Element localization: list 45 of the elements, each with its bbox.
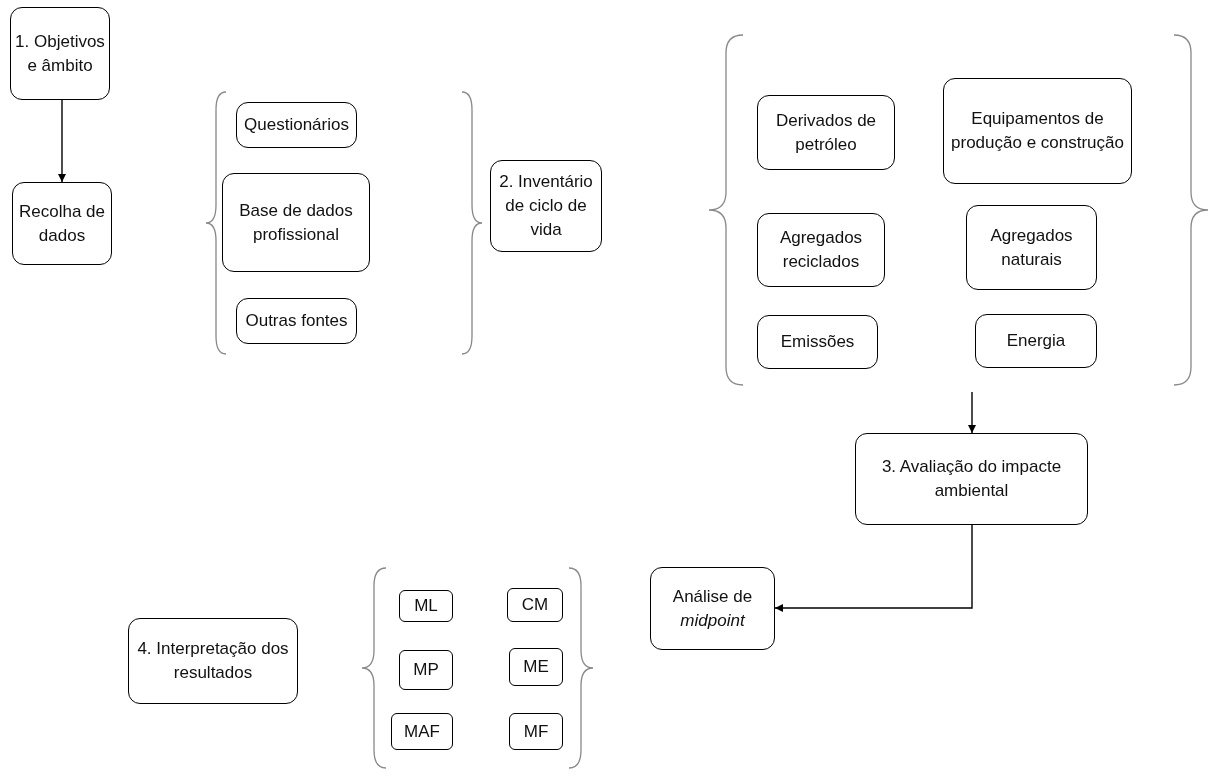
- process-box: [943, 78, 1132, 184]
- box-label: CM: [521, 594, 549, 617]
- box-label: Questionários: [244, 114, 349, 137]
- process-box: [222, 173, 370, 272]
- process-box: [10, 7, 110, 100]
- process-box: [490, 160, 602, 252]
- process-box: [509, 648, 563, 686]
- process-box: [391, 713, 453, 750]
- process-box: [650, 567, 775, 650]
- box-label: Derivados de petróleo: [774, 109, 878, 156]
- process-box: [757, 213, 885, 287]
- box-label: Outras fontes: [245, 310, 348, 333]
- process-box: [236, 298, 357, 344]
- process-box: [236, 102, 357, 148]
- box-label: MF: [523, 720, 549, 743]
- box-label: 3. Avaliação do impacte ambiental: [880, 456, 1063, 502]
- box-label: Análise de midpoint: [671, 585, 754, 632]
- process-box: [12, 182, 112, 265]
- box-label: MP: [413, 659, 439, 682]
- process-box: [855, 433, 1088, 525]
- box-label: Equipamentos de produção e construção: [950, 108, 1125, 154]
- process-box: [757, 95, 895, 170]
- box-label: Emissões: [780, 331, 855, 354]
- box-label: Recolha de dados: [18, 200, 106, 247]
- arrow: [968, 391, 976, 434]
- box-label: ML: [414, 595, 438, 618]
- box-label: Agregados naturais: [989, 224, 1074, 271]
- process-box: [399, 650, 453, 690]
- box-label: MAF: [404, 720, 440, 743]
- arrow: [774, 524, 973, 612]
- process-box: [757, 315, 878, 369]
- box-label: 1. Objetivos e âmbito: [14, 30, 106, 77]
- process-box: [509, 713, 563, 750]
- box-label: 2. Inventário de ciclo de vida: [498, 171, 594, 241]
- process-box: [975, 314, 1097, 368]
- box-label: Energia: [1006, 330, 1066, 353]
- process-box: [966, 205, 1097, 290]
- process-box: [128, 618, 298, 704]
- arrow: [58, 99, 66, 183]
- box-label: ME: [523, 656, 549, 679]
- box-label: Base de dados profissional: [238, 199, 354, 246]
- box-label: 4. Interpretação dos resultados: [136, 638, 290, 684]
- box-label: Agregados reciclados: [778, 227, 864, 273]
- process-box: [507, 588, 563, 622]
- process-box: [399, 590, 453, 622]
